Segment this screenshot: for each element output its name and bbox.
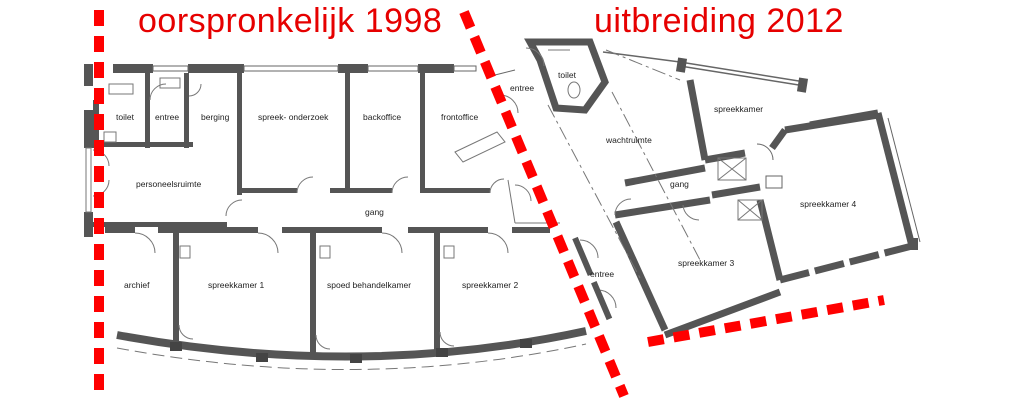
- original-building: [84, 64, 587, 370]
- room-label: spreek- onderzoek: [258, 112, 329, 122]
- top-facade-windows: [152, 65, 477, 72]
- north-facade: [602, 51, 806, 83]
- room-label: spoed behandelkamer: [327, 280, 411, 290]
- room-labels: toilet entree berging spreek- onderzoek …: [116, 70, 856, 290]
- extension-building: [494, 38, 921, 339]
- left-facade: [84, 64, 93, 237]
- room-label: gang: [365, 207, 384, 217]
- room-label: archief: [124, 280, 150, 290]
- spreekkamer3-walls: [612, 220, 669, 332]
- corridor-south-wall: [105, 227, 550, 233]
- room-label: toilet: [116, 112, 135, 122]
- divider-lines: [94, 10, 885, 400]
- room-label: toilet: [558, 70, 577, 80]
- spreekkamer4-walls: [756, 109, 916, 284]
- gang-right-walls: [614, 164, 761, 219]
- room-label: entree: [155, 112, 179, 122]
- diagonal-divider: [459, 10, 629, 398]
- room-label: wachtruimte: [605, 135, 652, 145]
- room-label: spreekkamer 3: [678, 258, 734, 268]
- room-label: berging: [201, 112, 230, 122]
- room-label: spreekkamer: [714, 104, 763, 114]
- lower-partitions: [173, 233, 440, 357]
- room-label: gang: [670, 179, 689, 189]
- top-facade-walls: [113, 64, 454, 73]
- room-label: spreekkamer 4: [800, 199, 856, 209]
- personeelsruimte-walls: [93, 222, 227, 227]
- room-label: backoffice: [363, 112, 401, 122]
- room-label: personeelsruimte: [136, 179, 201, 189]
- curved-facade: [116, 327, 587, 361]
- room-label: spreekkamer 1: [208, 280, 264, 290]
- room-label: frontoffice: [441, 112, 478, 122]
- toilet-block: [524, 38, 609, 114]
- bottom-divider: [647, 295, 885, 347]
- room-label: entree: [590, 269, 614, 279]
- title-original: oorspronkelijk 1998: [138, 2, 443, 40]
- room-label: entree: [510, 83, 534, 93]
- title-extension: uitbreiding 2012: [594, 2, 844, 40]
- room-label: spreekkamer 2: [462, 280, 518, 290]
